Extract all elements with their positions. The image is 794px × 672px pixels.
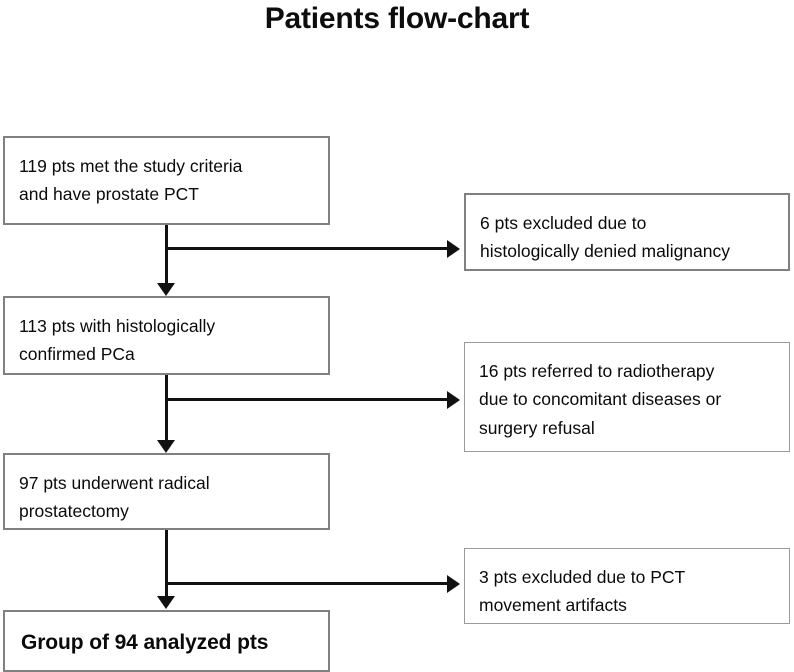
flow-node-analyzed-text: Group of 94 analyzed pts (21, 631, 269, 654)
connector-prostatectomy-to-analyzed-arrow (157, 596, 175, 609)
exclusion-node-radiotherapy: 16 pts referred to radiotherapy due to c… (464, 342, 790, 452)
branch-to-malignancy-arrow (447, 240, 460, 258)
connector-enrolled-to-confirmed-line (165, 225, 168, 287)
branch-to-artifacts-arrow (447, 575, 460, 593)
page-title: Patients flow-chart (264, 2, 530, 35)
flow-node-analyzed: Group of 94 analyzed pts (3, 610, 330, 672)
branch-to-artifacts-line (165, 582, 451, 585)
flow-node-enrolled: 119 pts met the study criteria and have … (3, 136, 330, 225)
exclusion-node-malignancy: 6 pts excluded due to histologically den… (464, 193, 790, 271)
exclusion-node-artifacts-text: 3 pts excluded due to PCT movement artif… (479, 567, 686, 616)
flow-node-prostatectomy-text: 97 pts underwent radical prostatectomy (19, 473, 210, 522)
branch-to-malignancy-line (165, 247, 451, 250)
connector-confirmed-to-prostatectomy-line (165, 375, 168, 444)
flow-node-prostatectomy: 97 pts underwent radical prostatectomy (3, 453, 330, 530)
flow-node-confirmed-text: 113 pts with histologically confirmed PC… (19, 316, 216, 365)
branch-to-radiotherapy-arrow (447, 391, 460, 409)
connector-enrolled-to-confirmed-arrow (157, 283, 175, 296)
connector-prostatectomy-to-analyzed-line (165, 530, 168, 600)
flow-node-enrolled-text: 119 pts met the study criteria and have … (19, 156, 243, 205)
exclusion-node-malignancy-text: 6 pts excluded due to histologically den… (480, 213, 731, 262)
branch-to-radiotherapy-line (165, 398, 451, 401)
connector-confirmed-to-prostatectomy-arrow (157, 440, 175, 453)
flow-node-confirmed: 113 pts with histologically confirmed PC… (3, 296, 330, 375)
exclusion-node-radiotherapy-text: 16 pts referred to radiotherapy due to c… (479, 361, 722, 438)
exclusion-node-artifacts: 3 pts excluded due to PCT movement artif… (464, 548, 790, 624)
